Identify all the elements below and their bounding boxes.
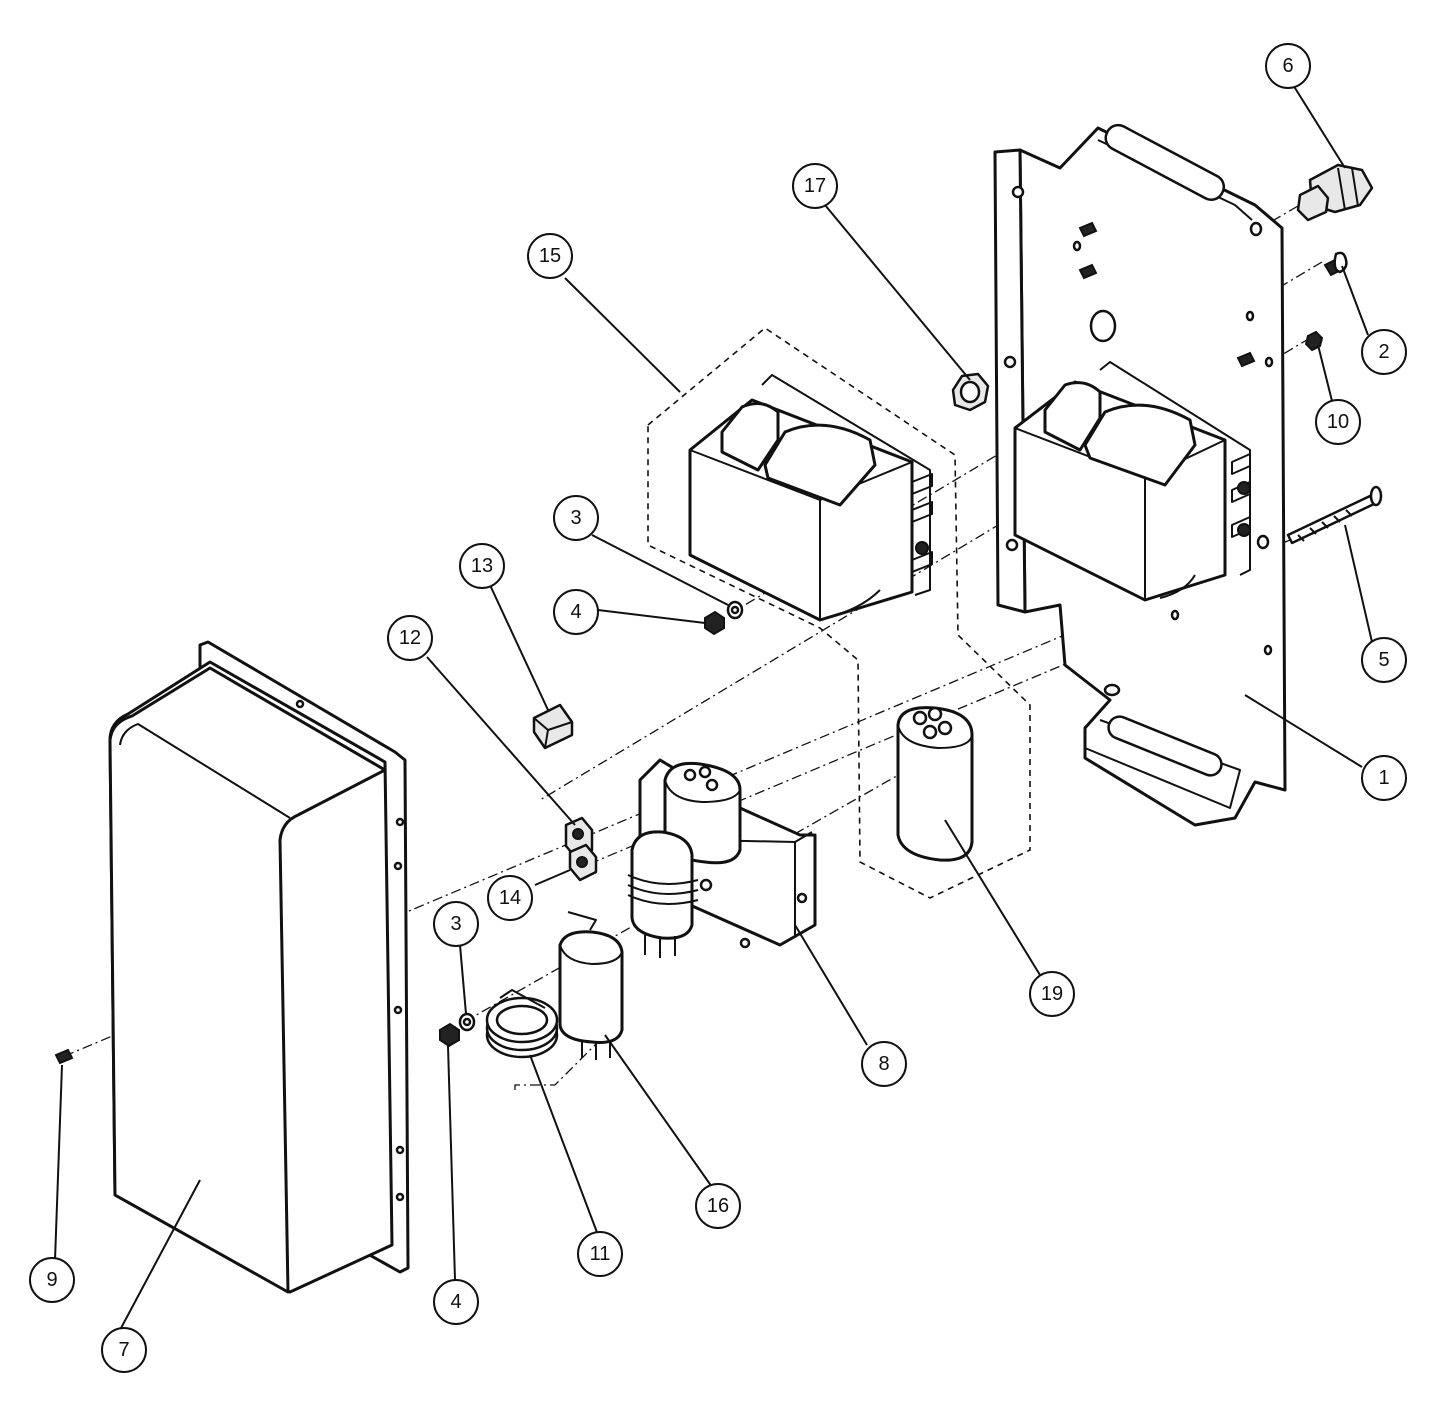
callout-9: 9 [29, 1257, 75, 1303]
enclosure-cover [108, 640, 410, 1294]
callout-11: 11 [577, 1231, 623, 1277]
callout-label: 4 [570, 601, 581, 623]
callout-label: 8 [878, 1053, 889, 1075]
callout-13: 13 [459, 543, 505, 589]
callout-14: 14 [487, 875, 533, 921]
callout-4-lower: 4 [433, 1279, 479, 1325]
callout-label: 3 [450, 913, 461, 935]
ballast-exploded [688, 374, 933, 622]
terminal-blocks [564, 816, 598, 882]
callout-10: 10 [1315, 399, 1361, 445]
bracket-assembly [627, 758, 817, 958]
capacitor-oval [896, 706, 974, 862]
callout-label: 10 [1327, 411, 1349, 433]
igniter-module [558, 911, 624, 1060]
callout-5: 5 [1361, 637, 1407, 683]
group-outline [647, 327, 1031, 899]
callout-label: 15 [539, 245, 561, 267]
callout-3-upper: 3 [553, 495, 599, 541]
callout-15: 15 [527, 233, 573, 279]
callout-label: 2 [1378, 341, 1389, 363]
callout-17: 17 [792, 163, 838, 209]
callout-3-lower: 3 [433, 901, 479, 947]
callout-4-upper: 4 [553, 589, 599, 635]
callout-label: 4 [450, 1291, 461, 1313]
callout-7: 7 [101, 1327, 147, 1373]
callout-label: 14 [499, 887, 521, 909]
leader-lines [54, 79, 1373, 1331]
callout-label: 5 [1378, 649, 1389, 671]
callout-label: 11 [590, 1243, 611, 1265]
callout-6: 6 [1265, 43, 1311, 89]
callout-label: 19 [1041, 983, 1063, 1005]
callout-label: 1 [1378, 767, 1389, 789]
callout-2: 2 [1361, 329, 1407, 375]
callout-16: 16 [695, 1183, 741, 1229]
wire-nut [532, 703, 574, 750]
callout-8: 8 [861, 1041, 907, 1087]
callout-label: 13 [471, 555, 493, 577]
callout-1: 1 [1361, 755, 1407, 801]
hardware [54, 163, 1383, 1065]
mounting-ring [485, 989, 559, 1059]
callout-label: 17 [804, 175, 826, 197]
ballast-mounted [1013, 361, 1251, 602]
callout-12: 12 [387, 615, 433, 661]
callout-label: 3 [570, 507, 581, 529]
callout-19: 19 [1029, 971, 1075, 1017]
callout-label: 6 [1282, 55, 1293, 77]
callout-label: 7 [118, 1339, 129, 1361]
callout-label: 12 [399, 627, 421, 649]
callout-label: 9 [46, 1269, 57, 1291]
callout-label: 16 [707, 1195, 729, 1217]
